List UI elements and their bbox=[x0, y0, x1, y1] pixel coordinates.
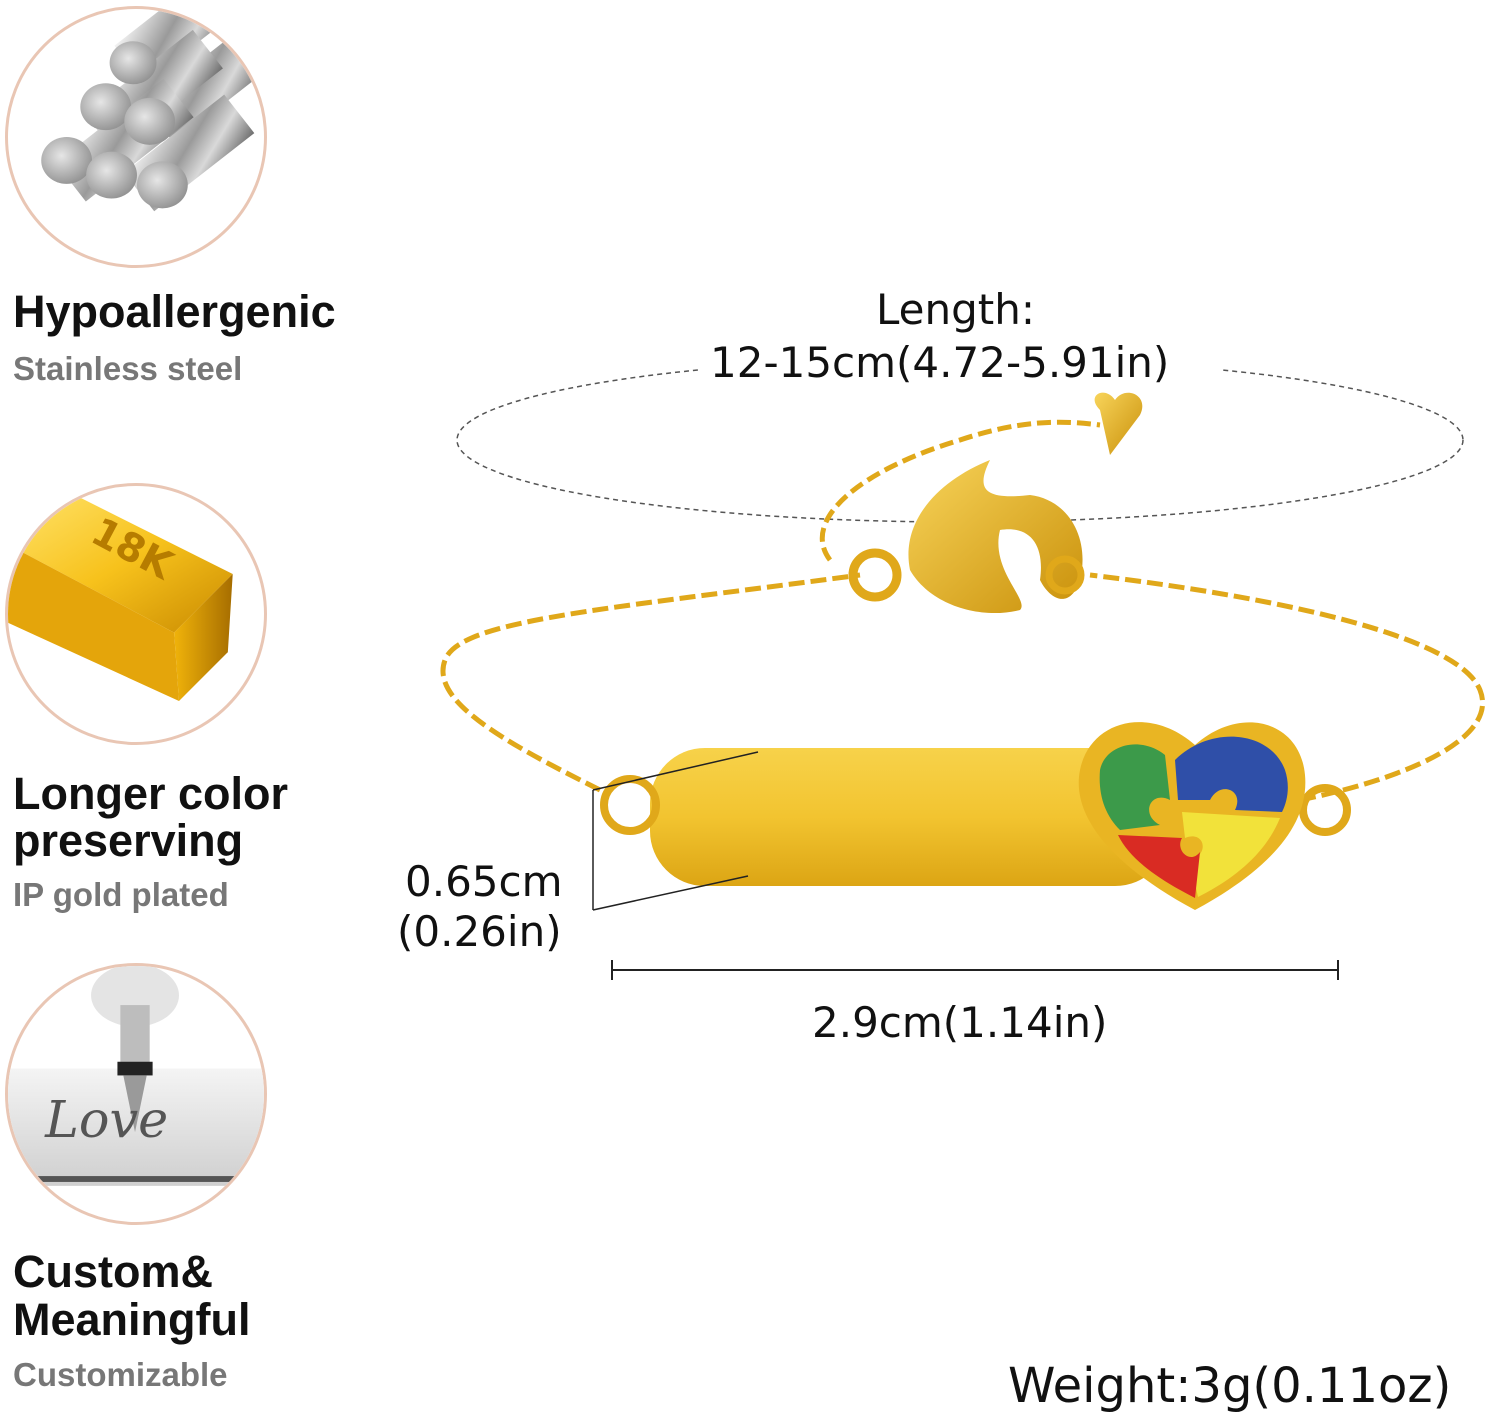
length-label: Length: bbox=[876, 285, 1036, 334]
feature-subtitle-steel: Stainless steel bbox=[13, 350, 243, 387]
name-plate bbox=[650, 748, 1170, 886]
lobster-clasp bbox=[908, 460, 1083, 614]
engraving-tool-icon: Love bbox=[5, 963, 267, 1225]
width-guide bbox=[592, 751, 759, 911]
feature-title-hypoallergenic: Hypoallergenic bbox=[13, 286, 336, 337]
feature-title-custom-line2: Meaningful bbox=[13, 1294, 251, 1345]
feature-subtitle-custom: Customizable bbox=[13, 1356, 228, 1393]
puzzle-heart bbox=[1078, 722, 1306, 910]
feature-title-color-line1: Longer color bbox=[13, 768, 289, 819]
chain bbox=[440, 419, 1485, 803]
length-value: 12-15cm(4.72-5.91in) bbox=[710, 338, 1170, 387]
plate-length-guide bbox=[611, 960, 1339, 980]
engraving-text: Love bbox=[44, 1090, 168, 1149]
length-ellipse bbox=[456, 357, 1464, 523]
width-value: 0.65cm bbox=[405, 857, 563, 906]
heart-charm bbox=[1094, 392, 1143, 455]
plate-length-value: 2.9cm(1.14in) bbox=[812, 998, 1108, 1047]
weight-value: Weight:3g(0.11oz) bbox=[1008, 1358, 1452, 1414]
feature-title-color-line2: preserving bbox=[13, 815, 244, 866]
feature-title-custom-line1: Custom& bbox=[13, 1246, 213, 1297]
steel-rods-icon bbox=[5, 6, 267, 268]
gold-bar-icon: 18K bbox=[5, 483, 267, 745]
width-value-inches: (0.26in) bbox=[397, 907, 562, 956]
feature-subtitle-gold: IP gold plated bbox=[13, 876, 229, 913]
